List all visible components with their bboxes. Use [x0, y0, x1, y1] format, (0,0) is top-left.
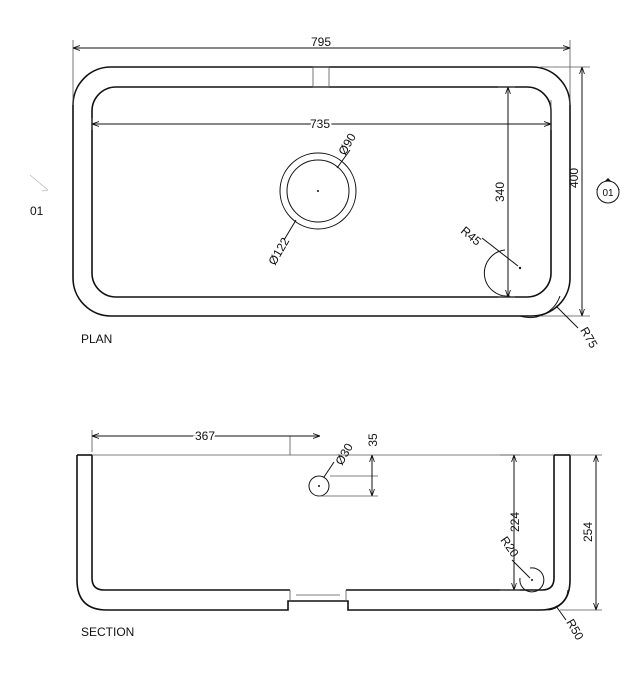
section-marker-symbol-label: 01 — [602, 188, 614, 199]
waste-outer-circle — [279, 152, 357, 230]
dim-inner-radius: R20 — [498, 534, 522, 560]
section-cut-arrow-left — [29, 174, 49, 191]
dim-inner-corner-radius: R45 — [458, 224, 484, 249]
waste-center-dot — [317, 190, 319, 192]
dim-inner-depth: 340 — [493, 182, 507, 202]
section-inner-profile — [91, 455, 555, 591]
dim-overall-height: 254 — [581, 522, 595, 542]
dim-overall-depth: 400 — [567, 168, 581, 188]
section-outer-profile — [76, 455, 571, 611]
dim-inner-width: 735 — [310, 117, 330, 131]
plan-label: PLAN — [81, 332, 112, 346]
dim-waste-inner-dia: Ø90 — [335, 131, 359, 158]
inner-corner-radius-arc — [483, 249, 511, 297]
dim-waste-outer-dia: Ø122 — [265, 235, 292, 268]
tap-hole-mark — [312, 66, 330, 88]
section-marker-left-label: 01 — [30, 204, 44, 218]
section-label: SECTION — [81, 625, 134, 639]
dim-overflow-dia: Ø30 — [332, 441, 356, 468]
waste-inner-circle — [286, 159, 350, 223]
section-view: 367 Ø30 35 224 254 R20 R50 SECTION — [76, 427, 602, 643]
section-inner-radius-arc — [519, 567, 545, 593]
dim-overflow-drop: 35 — [366, 433, 380, 447]
dim-outer-radius: R50 — [563, 617, 586, 643]
dim-overall-width: 795 — [311, 35, 331, 49]
dim-outer-corner-radius: R75 — [577, 325, 600, 351]
inner-corner-center-dot — [518, 266, 522, 270]
section-outer-radius-arc — [547, 589, 569, 611]
section-marker-left: 01 — [29, 174, 49, 218]
outer-corner-radius-arc — [519, 295, 561, 319]
dim-tap-offset: 367 — [195, 429, 215, 443]
dim-inner-height: 224 — [508, 512, 522, 532]
section-marker-circle — [596, 180, 620, 204]
section-marker-symbol: 01 — [596, 178, 620, 204]
plan-view: 795 735 400 340 Ø90 Ø122 R45 R75 PLAN — [72, 35, 601, 351]
